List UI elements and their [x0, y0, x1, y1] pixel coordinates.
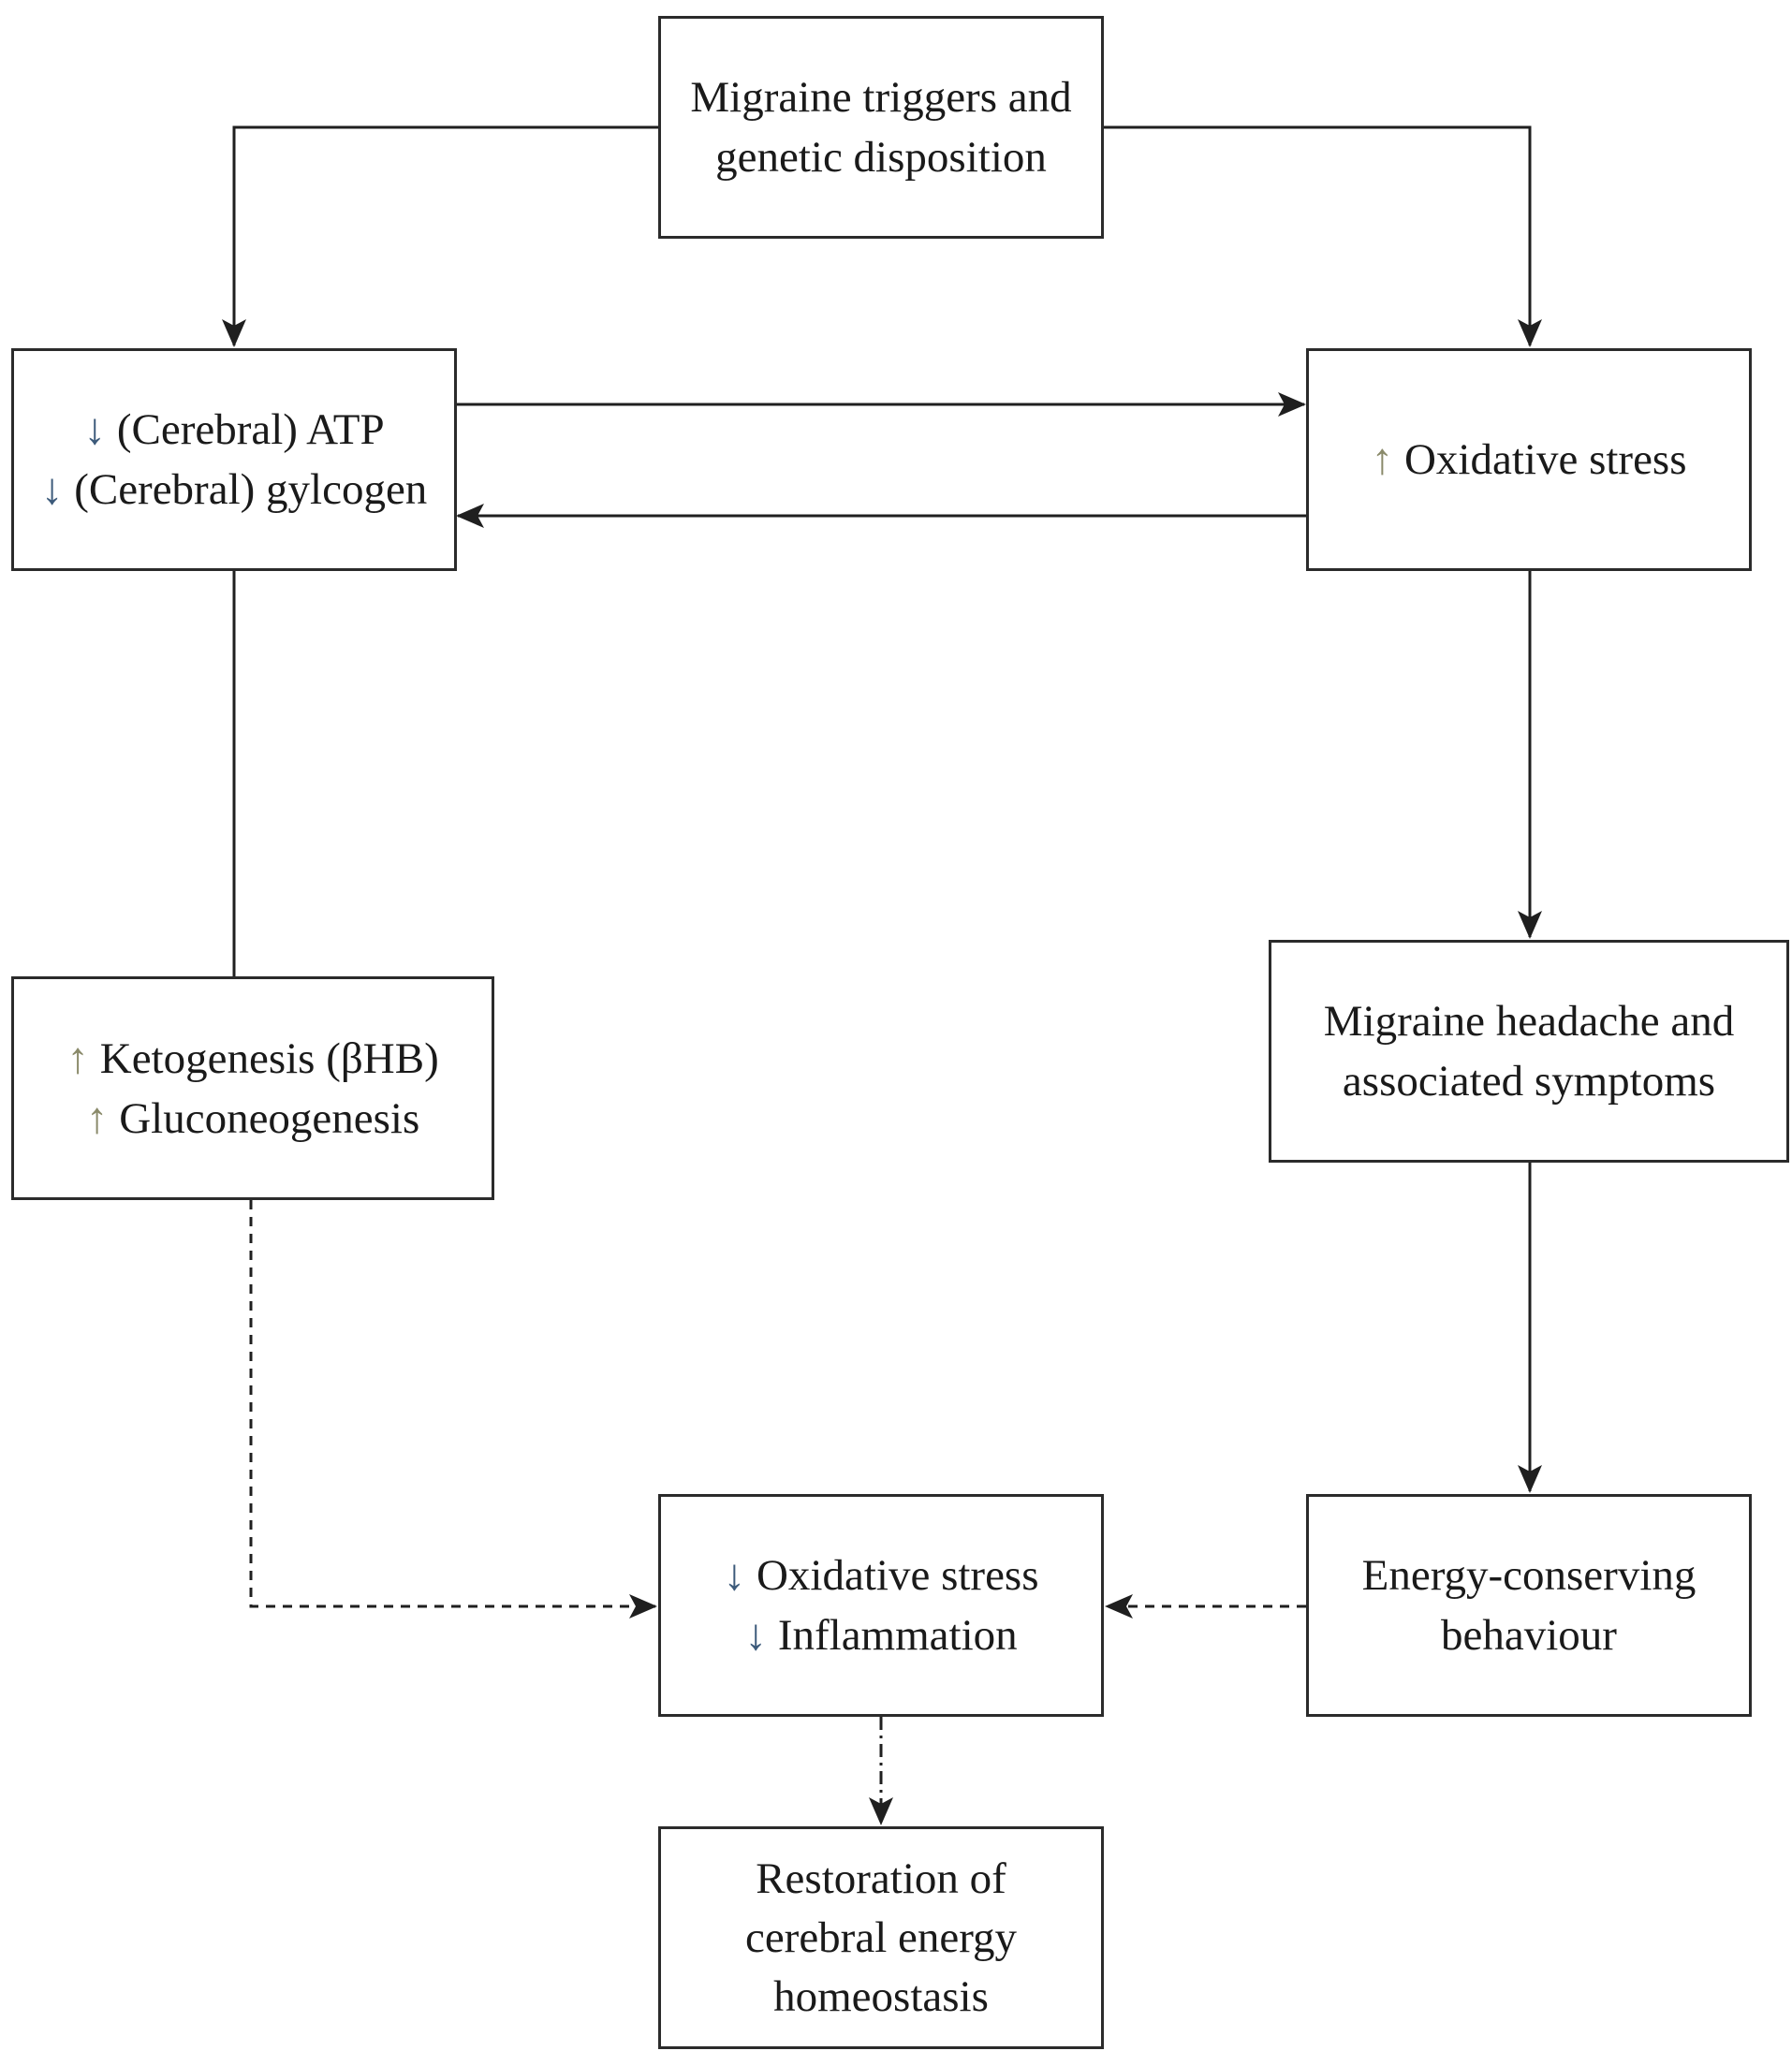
- node-keto-line-1: ↑Ketogenesis (βHB): [66, 1029, 438, 1089]
- node-keto-text-2: Gluconeogenesis: [119, 1093, 420, 1143]
- node-reduce-line-2: ↓Inflammation: [744, 1605, 1017, 1665]
- node-reduce: ↓Oxidative stress ↓Inflammation: [658, 1494, 1104, 1717]
- down-arrow-icon: ↓: [744, 1611, 767, 1660]
- node-atp: ↓(Cerebral) ATP ↓(Cerebral) gylcogen: [11, 348, 457, 571]
- node-energy: Energy-conserving behaviour: [1306, 1494, 1752, 1717]
- node-restore: Restoration of cerebral energy homeostas…: [658, 1826, 1104, 2049]
- node-restore-line-2: cerebral energy: [744, 1912, 1018, 1962]
- down-arrow-icon: ↓: [40, 465, 64, 514]
- node-restore-line-1: Restoration of: [756, 1853, 1006, 1903]
- node-atp-line-2: ↓(Cerebral) gylcogen: [41, 460, 428, 520]
- node-headache: Migraine headache and associated symptom…: [1269, 940, 1789, 1163]
- node-reduce-text-2: Inflammation: [777, 1611, 1018, 1660]
- node-keto-line-2: ↑Gluconeogenesis: [86, 1089, 420, 1149]
- up-arrow-icon: ↑: [1371, 435, 1393, 484]
- up-arrow-icon: ↑: [85, 1093, 109, 1143]
- node-atp-line-1: ↓(Cerebral) ATP: [83, 400, 384, 460]
- node-headache-line-1: Migraine headache and: [1323, 997, 1735, 1046]
- down-arrow-icon: ↓: [723, 1551, 745, 1600]
- node-keto-text-1: Ketogenesis (βHB): [99, 1033, 439, 1083]
- up-arrow-icon: ↑: [66, 1033, 89, 1083]
- node-reduce-line-1: ↓Oxidative stress: [723, 1546, 1038, 1605]
- node-oxidative: ↑Oxidative stress: [1306, 348, 1752, 571]
- node-triggers-line-2: genetic disposition: [715, 133, 1047, 182]
- node-triggers-line-1: Migraine triggers and: [690, 73, 1072, 122]
- node-oxidative-line-1: ↑Oxidative stress: [1371, 430, 1686, 490]
- node-energy-line-2: behaviour: [1441, 1611, 1617, 1660]
- node-oxidative-text-1: Oxidative stress: [1403, 435, 1687, 484]
- node-reduce-text-1: Oxidative stress: [756, 1551, 1039, 1600]
- edge-triggers-to-oxidative: [1104, 125, 1542, 347]
- node-headache-line-2: associated symptoms: [1342, 1057, 1716, 1106]
- node-keto: ↑Ketogenesis (βHB) ↑Gluconeogenesis: [11, 976, 494, 1200]
- node-atp-text-1: (Cerebral) ATP: [116, 405, 385, 454]
- edge-triggers-to-atp: [222, 125, 658, 347]
- node-triggers: Migraine triggers and genetic dispositio…: [658, 16, 1104, 239]
- down-arrow-icon: ↓: [83, 405, 106, 454]
- node-restore-line-3: homeostasis: [773, 1971, 989, 2021]
- node-energy-line-1: Energy-conserving: [1361, 1551, 1697, 1600]
- node-atp-text-2: (Cerebral) gylcogen: [74, 465, 428, 514]
- edge-keto-to-reduce: [249, 1200, 657, 1619]
